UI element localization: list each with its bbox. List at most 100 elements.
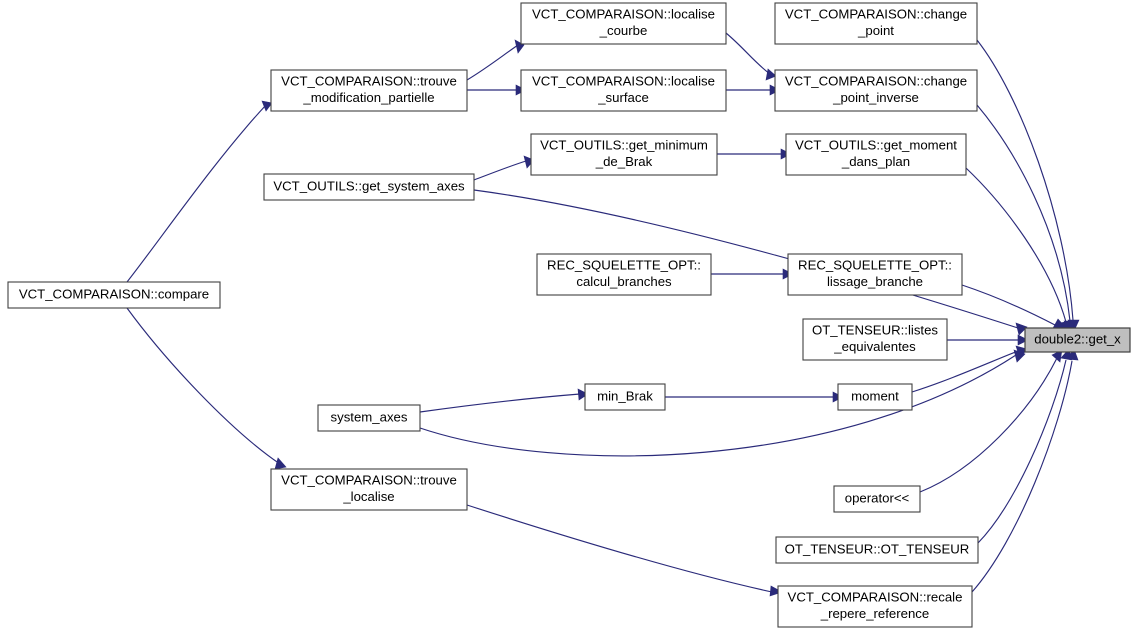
arrowhead-icon-recale_repere_reference (769, 585, 783, 597)
node-label-localise_courbe: _courbe (599, 23, 648, 38)
node-box-moment[interactable] (837, 383, 913, 411)
node-label-localise_courbe: VCT_COMPARAISON::localise (532, 7, 715, 22)
node-label-listes_equivalentes: OT_TENSEUR::listes (812, 323, 938, 338)
edge-operator_insert-to-get_x (919, 357, 1058, 493)
node-box-localise_surface[interactable] (520, 69, 727, 112)
graph-node-operator_insert[interactable]: operator<< (833, 485, 921, 513)
graph-node-moment[interactable]: moment (837, 383, 913, 411)
node-box-get_minimum_de_Brak[interactable] (530, 133, 718, 176)
arrowhead-icon-change_point_inverse (765, 68, 777, 81)
graph-node-trouve_modification_partielle[interactable]: VCT_COMPARAISON::trouve_modification_par… (270, 69, 468, 112)
graph-node-get_x[interactable]: double2::get_x (1024, 327, 1131, 353)
graph-node-localise_surface[interactable]: VCT_COMPARAISON::localise_surface (520, 69, 727, 112)
node-label-trouve_localise: VCT_COMPARAISON::trouve (281, 473, 457, 488)
graph-node-min_Brak[interactable]: min_Brak (584, 383, 666, 411)
node-box-recale_repere_reference[interactable] (777, 585, 973, 628)
graph-node-get_system_axes[interactable]: VCT_OUTILS::get_system_axes (263, 173, 475, 201)
node-label-lissage_branche: lissage_branche (827, 274, 923, 289)
arrowhead-icon-get_x (1015, 322, 1028, 336)
node-box-min_Brak[interactable] (584, 383, 666, 411)
node-label-operator_insert: operator<< (845, 490, 910, 505)
node-label-change_point_inverse: _point_inverse (832, 90, 919, 105)
node-label-trouve_localise: _localise (342, 489, 394, 504)
node-label-lissage_branche: REC_SQUELETTE_OPT:: (798, 258, 952, 273)
node-label-change_point_inverse: VCT_COMPARAISON::change (785, 74, 967, 89)
edge-system_axes-to-get_x (419, 354, 1017, 457)
nodes-layer: VCT_COMPARAISON::compareVCT_COMPARAISON:… (7, 2, 1131, 628)
graph-node-localise_courbe[interactable]: VCT_COMPARAISON::localise_courbe (520, 2, 727, 45)
edges-layer (126, 32, 1080, 597)
node-label-system_axes: system_axes (331, 409, 408, 424)
node-label-listes_equivalentes: _equivalentes (833, 339, 916, 354)
edge-localise_courbe-to-change_point_inverse (725, 32, 771, 75)
edge-trouve_modification_partielle-to-localise_courbe (466, 44, 519, 81)
edge-moment-to-get_x (911, 350, 1019, 393)
node-box-system_axes[interactable] (317, 404, 421, 432)
node-box-ot_tenseur_ctor[interactable] (775, 536, 979, 564)
node-box-get_x[interactable] (1024, 327, 1131, 353)
node-label-get_minimum_de_Brak: VCT_OUTILS::get_minimum (540, 138, 708, 153)
arrowhead-icon-trouve_modification_partielle (261, 100, 273, 112)
node-label-get_minimum_de_Brak: _de_Brak (595, 154, 653, 169)
edge-change_point_inverse-to-get_x (976, 104, 1071, 322)
edge-get_moment_dans_plan-to-get_x (965, 167, 1067, 323)
arrowhead-icon-get_x (1013, 349, 1026, 363)
node-label-localise_surface: _surface (597, 90, 649, 105)
graph-node-system_axes[interactable]: system_axes (317, 404, 421, 432)
graph-node-change_point_inverse[interactable]: VCT_COMPARAISON::change_point_inverse (774, 69, 978, 112)
graph-node-compare[interactable]: VCT_COMPARAISON::compare (7, 281, 221, 309)
edge-compare-to-trouve_modification_partielle (126, 104, 267, 283)
edge-trouve_localise-to-recale_repere_reference (466, 504, 773, 593)
edge-get_system_axes-to-get_minimum_de_Brak (473, 160, 527, 181)
node-box-get_moment_dans_plan[interactable] (785, 133, 967, 176)
node-label-moment: moment (851, 388, 899, 403)
node-box-localise_courbe[interactable] (520, 2, 727, 45)
edge-lissage_branche-to-get_x (961, 284, 1056, 326)
node-label-recale_repere_reference: _repere_reference (820, 606, 930, 621)
node-label-recale_repere_reference: VCT_COMPARAISON::recale (788, 590, 963, 605)
edge-get_system_axes-to-get_x (473, 189, 1019, 329)
edge-ot_tenseur_ctor-to-get_x (977, 359, 1067, 544)
edge-system_axes-to-min_Brak (419, 393, 581, 413)
node-label-ot_tenseur_ctor: OT_TENSEUR::OT_TENSEUR (785, 541, 970, 556)
graph-node-get_moment_dans_plan[interactable]: VCT_OUTILS::get_moment_dans_plan (785, 133, 967, 176)
edge-recale_repere_reference-to-get_x (971, 360, 1073, 593)
node-box-calcul_branches[interactable] (536, 253, 712, 296)
graph-node-get_minimum_de_Brak[interactable]: VCT_OUTILS::get_minimum_de_Brak (530, 133, 718, 176)
node-box-trouve_modification_partielle[interactable] (270, 69, 468, 112)
node-box-trouve_localise[interactable] (270, 468, 468, 511)
graph-node-calcul_branches[interactable]: REC_SQUELETTE_OPT::calcul_branches (536, 253, 712, 296)
node-label-change_point: VCT_COMPARAISON::change (785, 7, 967, 22)
arrowhead-icon-min_Brak (577, 388, 589, 401)
node-box-lissage_branche[interactable] (787, 253, 963, 296)
node-box-change_point_inverse[interactable] (774, 69, 978, 112)
graph-node-trouve_localise[interactable]: VCT_COMPARAISON::trouve_localise (270, 468, 468, 511)
node-label-compare: VCT_COMPARAISON::compare (19, 286, 209, 301)
arrowhead-icon-get_x (1017, 334, 1029, 346)
node-box-compare[interactable] (7, 281, 221, 309)
node-box-operator_insert[interactable] (833, 485, 921, 513)
node-label-change_point: _point (857, 23, 894, 38)
node-label-get_x: double2::get_x (1034, 331, 1121, 346)
graph-node-change_point[interactable]: VCT_COMPARAISON::change_point (774, 2, 978, 45)
node-label-get_moment_dans_plan: VCT_OUTILS::get_moment (795, 138, 957, 153)
node-label-min_Brak: min_Brak (597, 388, 653, 403)
arrowhead-icon-localise_courbe (514, 39, 525, 54)
arrowhead-icon-get_x (1066, 348, 1079, 361)
graph-node-listes_equivalentes[interactable]: OT_TENSEUR::listes_equivalentes (802, 318, 948, 361)
node-label-calcul_branches: calcul_branches (576, 274, 672, 289)
node-box-get_system_axes[interactable] (263, 173, 475, 201)
node-box-change_point[interactable] (774, 2, 978, 45)
node-label-get_system_axes: VCT_OUTILS::get_system_axes (273, 178, 465, 193)
edge-change_point-to-get_x (976, 39, 1074, 321)
node-box-listes_equivalentes[interactable] (802, 318, 948, 361)
graph-node-lissage_branche[interactable]: REC_SQUELETTE_OPT::lissage_branche (787, 253, 963, 296)
graph-node-ot_tenseur_ctor[interactable]: OT_TENSEUR::OT_TENSEUR (775, 536, 979, 564)
node-label-localise_surface: VCT_COMPARAISON::localise (532, 74, 715, 89)
graph-node-recale_repere_reference[interactable]: VCT_COMPARAISON::recale_repere_reference (777, 585, 973, 628)
edge-compare-to-trouve_localise (126, 307, 281, 465)
node-label-trouve_modification_partielle: VCT_COMPARAISON::trouve (281, 74, 457, 89)
node-label-calcul_branches: REC_SQUELETTE_OPT:: (547, 258, 701, 273)
